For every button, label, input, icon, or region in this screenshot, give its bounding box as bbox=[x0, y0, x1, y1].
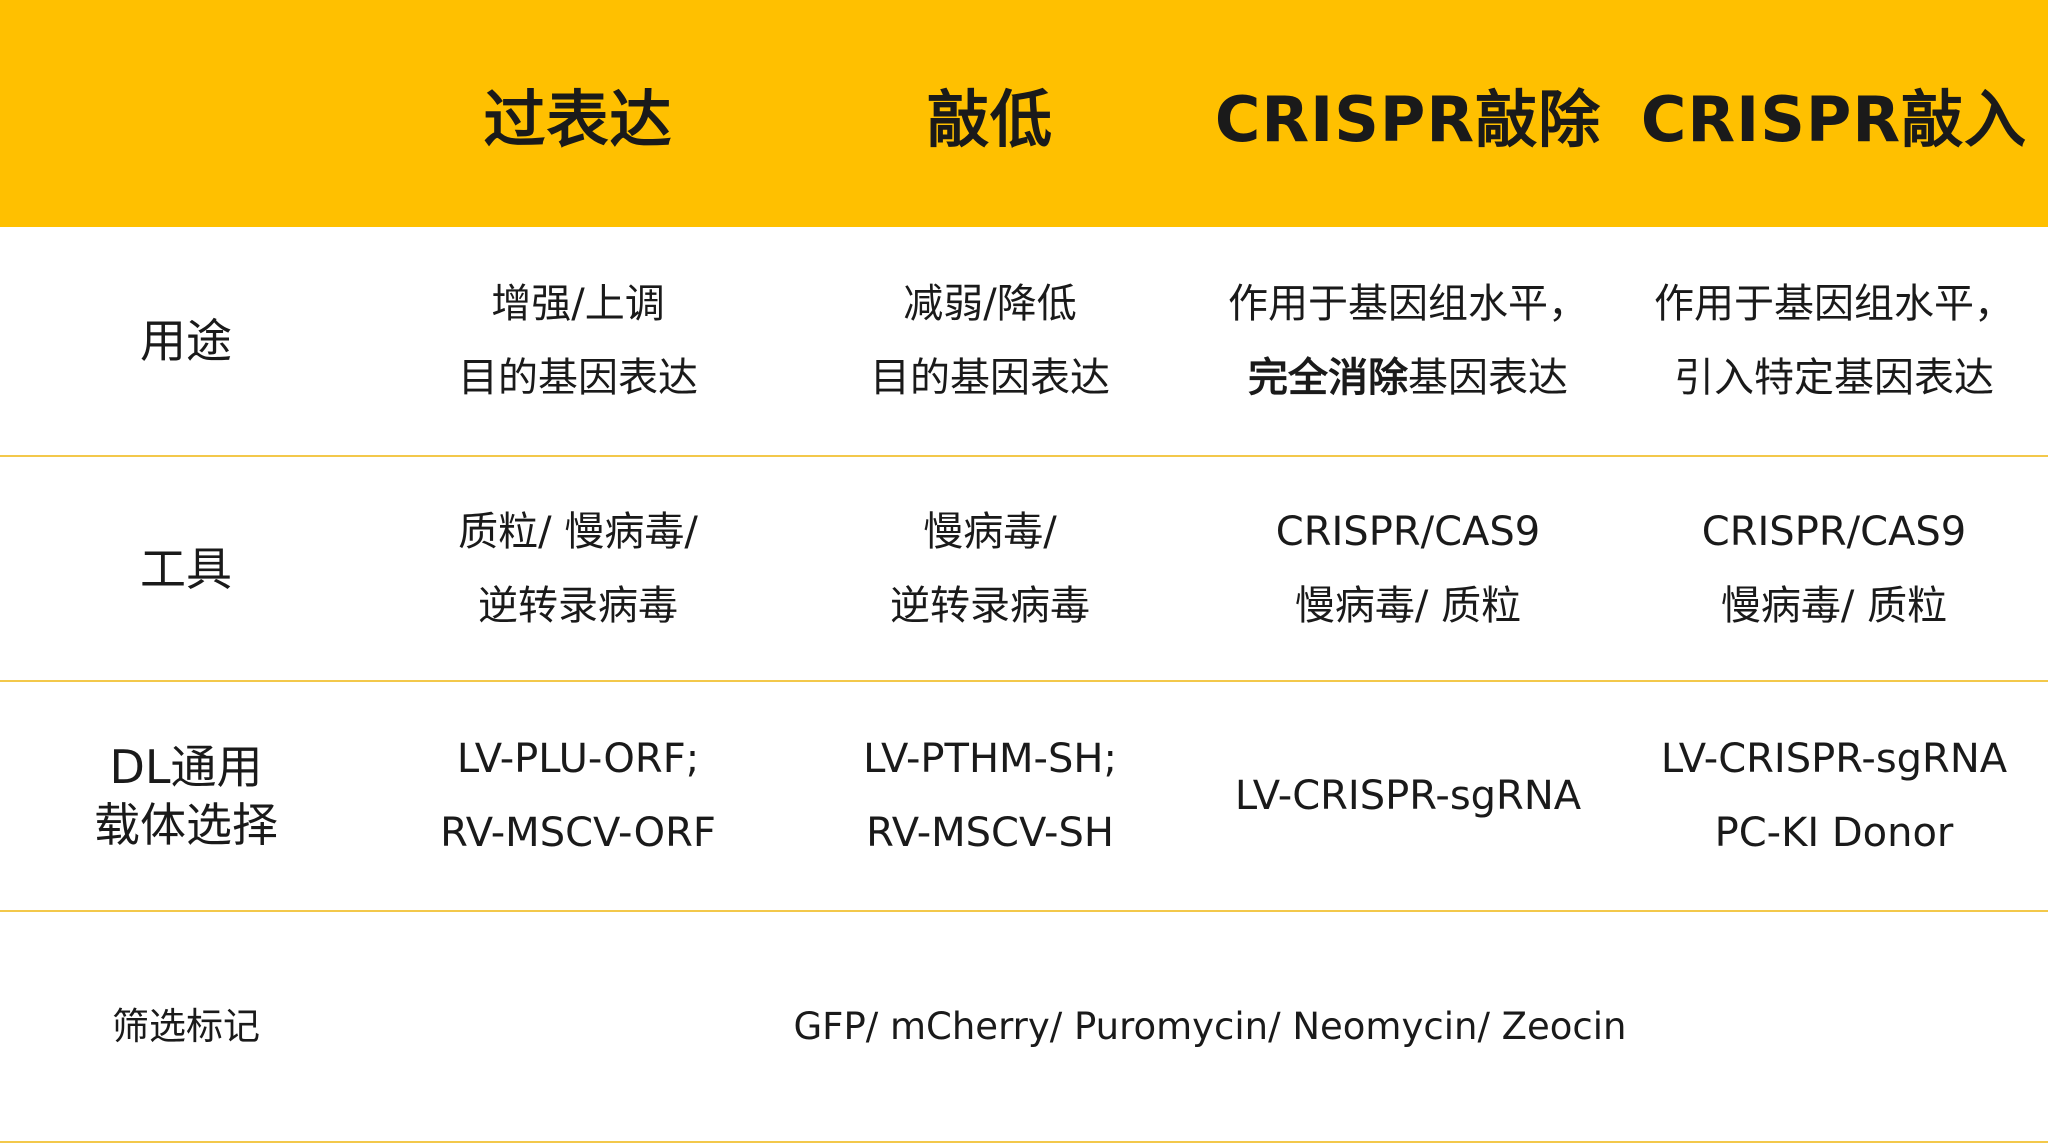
cell-markers-all: GFP/ mCherry/ Puromycin/ Neomycin/ Zeoci… bbox=[372, 912, 2048, 1143]
emphasis-text: 完全消除 bbox=[1248, 355, 1408, 401]
cell-line: CRISPR/CAS9 bbox=[1275, 508, 1541, 555]
row-label-text: 载体选择 bbox=[94, 798, 278, 852]
header-crispr-knockout: CRISPR敲除 bbox=[1196, 0, 1620, 227]
cell-line: GFP/ mCherry/ Puromycin/ Neomycin/ Zeoci… bbox=[793, 1004, 1627, 1048]
cell-purpose-crispr-knockout: 作用于基因组水平， 完全消除基因表达 bbox=[1196, 227, 1620, 457]
header-crispr-knockin: CRISPR敲入 bbox=[1620, 0, 2048, 227]
cell-line: 作用于基因组水平， bbox=[1228, 281, 1588, 327]
row-label-vectors: DL通用 载体选择 bbox=[0, 682, 372, 912]
cell-line: 慢病毒/ 质粒 bbox=[1294, 582, 1522, 629]
cell-line: 质粒/ 慢病毒/ bbox=[458, 508, 698, 555]
cell-vectors-knockdown: LV-PTHM-SH; RV-MSCV-SH bbox=[784, 682, 1196, 912]
row-label-purpose: 用途 bbox=[0, 227, 372, 457]
cell-vectors-crispr-knockout: LV-CRISPR-sgRNA bbox=[1196, 682, 1620, 912]
header-knockdown: 敲低 bbox=[784, 0, 1196, 227]
cell-purpose-crispr-knockin: 作用于基因组水平， 引入特定基因表达 bbox=[1620, 227, 2048, 457]
header-overexpression: 过表达 bbox=[372, 0, 784, 227]
cell-tools-crispr-knockin: CRISPR/CAS9 慢病毒/ 质粒 bbox=[1620, 457, 2048, 682]
cell-line: PC-KI Donor bbox=[1714, 810, 1954, 856]
cell-line: CRISPR/CAS9 bbox=[1701, 508, 1967, 555]
row-label-text: DL通用 bbox=[109, 740, 263, 794]
cell-line: RV-MSCV-ORF bbox=[440, 810, 716, 856]
cell-line: 作用于基因组水平， bbox=[1654, 281, 2014, 327]
header-corner-cell bbox=[0, 0, 372, 227]
cell-line: LV-PLU-ORF; bbox=[456, 736, 700, 782]
cell-line: LV-CRISPR-sgRNA bbox=[1660, 736, 2008, 782]
row-label-text: 工具 bbox=[140, 541, 232, 596]
cell-line: 逆转录病毒 bbox=[890, 582, 1090, 629]
cell-line: 增强/上调 bbox=[491, 281, 665, 327]
cell-line: 引入特定基因表达 bbox=[1674, 355, 1994, 401]
cell-line: LV-PTHM-SH; bbox=[863, 736, 1117, 782]
header-label: CRISPR敲入 bbox=[1640, 82, 2028, 156]
remaining-text: 基因表达 bbox=[1408, 355, 1568, 401]
row-label-tools: 工具 bbox=[0, 457, 372, 682]
row-label-text: 用途 bbox=[140, 314, 232, 368]
cell-line-with-emphasis: 完全消除基因表达 bbox=[1248, 341, 1568, 415]
cell-line: 目的基因表达 bbox=[458, 355, 698, 401]
cell-line: LV-CRISPR-sgRNA bbox=[1234, 773, 1582, 819]
cell-tools-crispr-knockout: CRISPR/CAS9 慢病毒/ 质粒 bbox=[1196, 457, 1620, 682]
header-label: 敲低 bbox=[926, 82, 1053, 156]
row-label-text: 筛选标记 bbox=[112, 1004, 260, 1048]
header-label: CRISPR敲除 bbox=[1214, 82, 1602, 156]
header-label: 过表达 bbox=[483, 82, 673, 156]
cell-vectors-crispr-knockin: LV-CRISPR-sgRNA PC-KI Donor bbox=[1620, 682, 2048, 912]
cell-tools-knockdown: 慢病毒/ 逆转录病毒 bbox=[784, 457, 1196, 682]
cell-vectors-overexpression: LV-PLU-ORF; RV-MSCV-ORF bbox=[372, 682, 784, 912]
cell-line: RV-MSCV-SH bbox=[866, 810, 1114, 856]
row-label-markers: 筛选标记 bbox=[0, 912, 372, 1143]
cell-line: 慢病毒/ 质粒 bbox=[1720, 582, 1948, 629]
cell-line: 减弱/降低 bbox=[903, 281, 1077, 327]
cell-tools-overexpression: 质粒/ 慢病毒/ 逆转录病毒 bbox=[372, 457, 784, 682]
cell-line: 逆转录病毒 bbox=[478, 582, 678, 629]
cell-line: 目的基因表达 bbox=[870, 355, 1110, 401]
cell-purpose-overexpression: 增强/上调 目的基因表达 bbox=[372, 227, 784, 457]
cell-purpose-knockdown: 减弱/降低 目的基因表达 bbox=[784, 227, 1196, 457]
cell-line: 慢病毒/ bbox=[923, 508, 1057, 555]
